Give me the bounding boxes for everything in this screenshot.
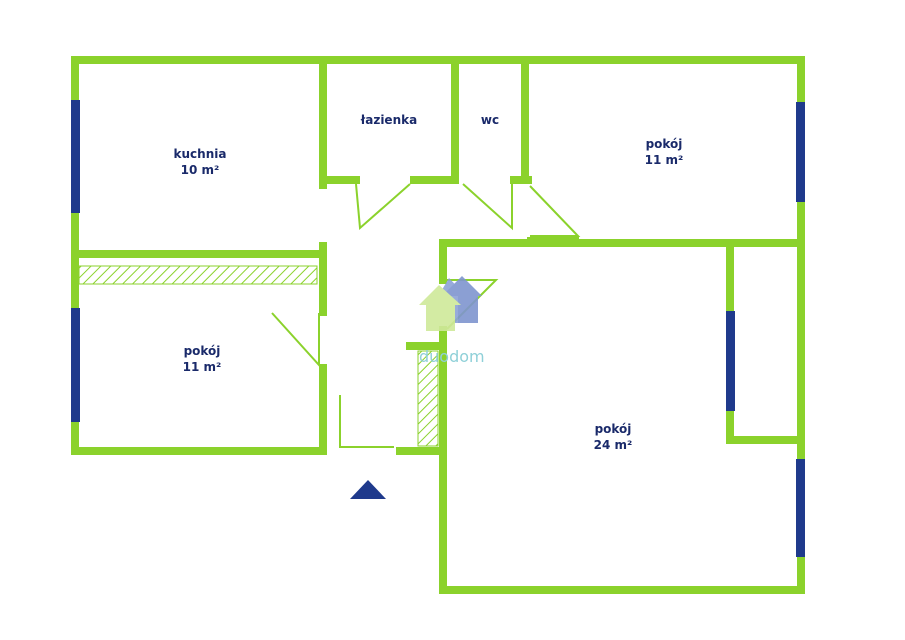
door-swing-bathroom [355,183,411,231]
door-swing-wc [462,183,513,231]
room-name-bathroom: łazienka [360,113,417,127]
room-name-big: pokój [595,422,632,436]
room-area-ne: 11 m² [645,153,684,167]
room-area-kitchen: 10 m² [181,163,220,177]
house-logo-icon [419,276,482,331]
window-west-room [71,308,80,422]
room-name-ne: pokój [646,137,683,151]
entrance-arrow-icon [350,480,386,499]
door-swing-west-room [271,312,320,368]
room-name-kitchen: kuchnia [174,147,227,161]
room-area-big: 24 m² [594,438,633,452]
door-swings [271,183,581,448]
room-name-wc: wc [481,113,499,127]
window-big-room [796,459,805,557]
door-swing-entrance [339,395,394,448]
wardrobe-hatch-hall [417,350,439,447]
room-area-west: 11 m² [183,360,222,374]
window-kitchen [71,100,80,213]
room-labels: kuchnia 10 m² łazienka wc pokój 11 m² po… [174,113,684,452]
wardrobe-hatch-west [78,265,318,285]
room-name-west: pokój [184,344,221,358]
window-bay [726,311,735,411]
windows [71,100,805,557]
watermark-text: duodom [419,347,485,366]
door-swing-ne-room [529,185,581,237]
window-ne-room [796,102,805,202]
